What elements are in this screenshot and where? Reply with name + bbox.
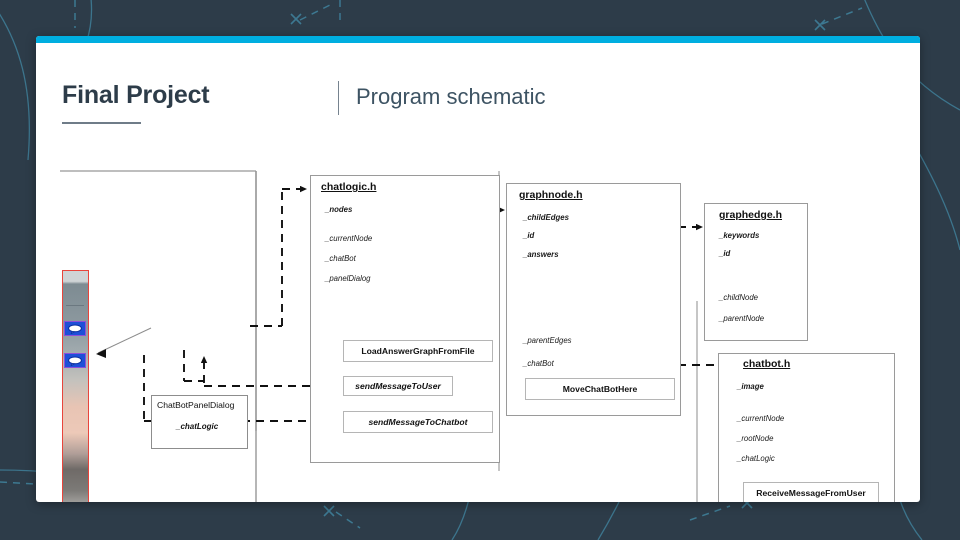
slide-card: Final Project Program schematic bbox=[36, 36, 920, 502]
method-loadanswergraphfromfile[interactable]: LoadAnswerGraphFromFile bbox=[343, 340, 493, 362]
title-underline-rule bbox=[62, 122, 141, 124]
class-box-chatlogic[interactable]: chatlogic.h _nodes _currentNode _chatBot… bbox=[310, 175, 500, 463]
field-currentnode: _currentNode bbox=[737, 414, 785, 423]
class-title-chatbotpaneldialog: ChatBotPanelDialog bbox=[157, 400, 235, 410]
field-chatbot: _chatBot bbox=[325, 254, 356, 263]
field-chatbot: _chatBot bbox=[523, 359, 554, 368]
field-image: _image bbox=[737, 382, 764, 391]
method-sendmessagetochatbot[interactable]: sendMessageToChatbot bbox=[343, 411, 493, 433]
page-subtitle: Program schematic bbox=[356, 84, 546, 109]
page-title: Final Project bbox=[62, 81, 210, 109]
field-currentnode: _currentNode bbox=[325, 234, 373, 243]
class-box-chatbot[interactable]: chatbot.h _image _currentNode _rootNode … bbox=[718, 353, 895, 502]
thumb-separator-line bbox=[66, 305, 84, 306]
header-divider bbox=[338, 81, 339, 115]
program-schematic-diagram: ChatBotPanelDialog _chatLogic chatlogic.… bbox=[36, 131, 920, 502]
class-title-chatbot: chatbot.h bbox=[743, 358, 791, 370]
field-childedges: _childEdges bbox=[523, 213, 569, 222]
field-childnode: _childNode bbox=[719, 293, 759, 302]
field-rootnode: _rootNode bbox=[737, 434, 774, 443]
field-id: _id bbox=[719, 249, 731, 258]
class-box-chatbotpaneldialog[interactable]: ChatBotPanelDialog _chatLogic bbox=[151, 395, 248, 449]
field-nodes: _nodes bbox=[325, 205, 353, 214]
class-title-graphedge: graphedge.h bbox=[719, 209, 783, 221]
method-movechatbothere[interactable]: MoveChatBotHere bbox=[525, 378, 675, 400]
field-chatlogic: _chatLogic bbox=[737, 454, 775, 463]
chatbot-app-screenshot bbox=[62, 270, 89, 502]
field-keywords: _keywords bbox=[719, 231, 760, 240]
field-paneldialog: _panelDialog bbox=[325, 274, 371, 283]
class-title-graphnode: graphnode.h bbox=[519, 189, 583, 201]
method-receivemessagefromuser[interactable]: ReceiveMessageFromUser bbox=[743, 482, 879, 502]
card-accent-bar bbox=[36, 36, 920, 43]
field-answers: _answers bbox=[523, 250, 559, 259]
class-box-graphedge[interactable]: graphedge.h _keywords _id _childNode _pa… bbox=[704, 203, 808, 341]
field-chatlogic: _chatLogic bbox=[176, 422, 219, 431]
class-title-chatlogic: chatlogic.h bbox=[321, 181, 377, 193]
chat-bubble-icon-1 bbox=[64, 321, 86, 336]
chat-bubble-icon-2 bbox=[64, 353, 86, 368]
field-parentedges: _parentEdges bbox=[523, 336, 572, 345]
slide-header: Final Project Program schematic bbox=[36, 43, 920, 131]
field-parentnode: _parentNode bbox=[719, 314, 765, 323]
method-sendmessagetouser[interactable]: sendMessageToUser bbox=[343, 376, 453, 396]
field-id: _id bbox=[523, 231, 535, 240]
class-box-graphnode[interactable]: graphnode.h _childEdges _id _answers _pa… bbox=[506, 183, 681, 416]
